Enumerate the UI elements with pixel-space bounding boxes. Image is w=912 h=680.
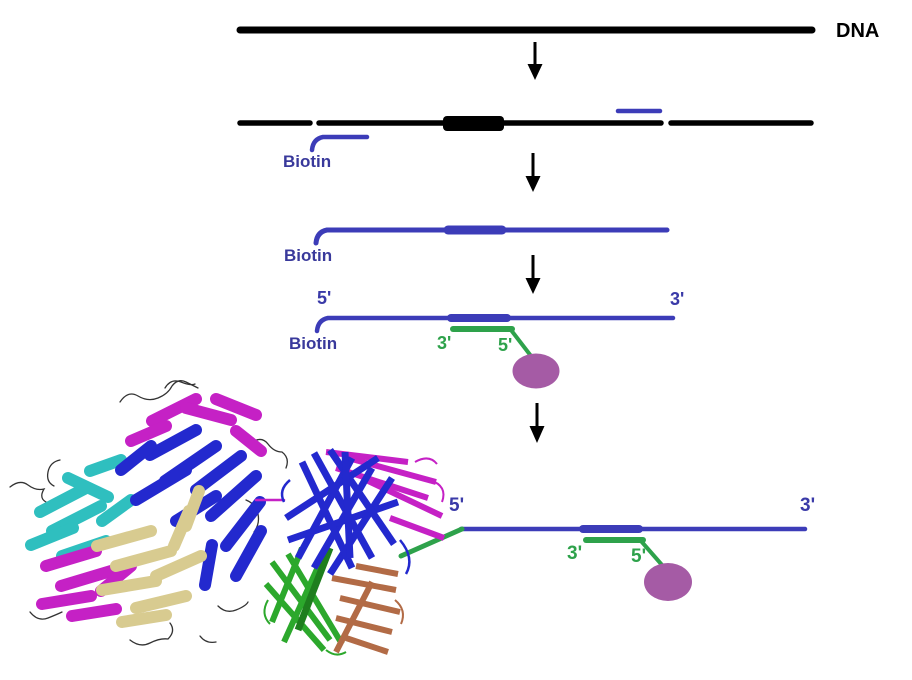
polymerase-blob: [644, 563, 692, 601]
dna-label: DNA: [836, 20, 880, 42]
step3-ssdna: [313, 225, 670, 246]
primer-three-prime-label-step5: 3': [567, 543, 583, 564]
step5-green-linker: [398, 526, 664, 567]
biotin-label-step2: Biotin: [283, 152, 332, 171]
biotin-tag: [309, 134, 370, 153]
primer-tail: [509, 328, 533, 358]
down-arrow-icon: [527, 42, 543, 80]
magenta-domain-top: [125, 393, 267, 457]
biotin-label-step3: Biotin: [284, 246, 333, 265]
three-prime-label-step4: 3': [670, 289, 685, 309]
polymerase-blob: [512, 353, 560, 389]
down-arrows: [525, 42, 545, 443]
magenta-domain-lower: [36, 545, 137, 622]
step4-template: [314, 314, 676, 334]
down-arrow-icon: [525, 153, 541, 192]
down-arrow-icon: [529, 403, 545, 443]
template-strand: [314, 315, 676, 334]
down-arrow-icon: [525, 255, 541, 294]
primer-five-prime-label-step5: 5': [631, 546, 647, 567]
step4-primer: [450, 326, 533, 358]
green-subunit: [263, 546, 347, 656]
tan-domain: [91, 485, 207, 628]
magenta-subunit: [325, 449, 446, 541]
green-strand-dark: [294, 546, 334, 632]
biotin-label-step4: Biotin: [289, 334, 338, 353]
primer-three-prime-label-step4: 3': [437, 333, 452, 353]
polymerase-ribbon-structure: [9, 380, 288, 646]
primer-five-prime-label-step4: 5': [498, 335, 513, 355]
step2-blue-elements: [309, 108, 663, 153]
step2-fragmented-dna: [237, 116, 814, 131]
five-prime-label-step4: 5': [317, 288, 332, 308]
biotin-linker: [398, 526, 465, 559]
three-prime-label-step5: 3': [800, 495, 816, 516]
blue-subunit: [280, 448, 411, 576]
brown-subunit: [331, 563, 404, 655]
primer-tail: [639, 539, 664, 567]
five-prime-label-step5: 5': [449, 495, 465, 516]
ssdna-strand: [313, 227, 670, 246]
streptavidin-ribbon-structure: [263, 448, 446, 656]
dsdna-thick-region: [443, 116, 504, 131]
